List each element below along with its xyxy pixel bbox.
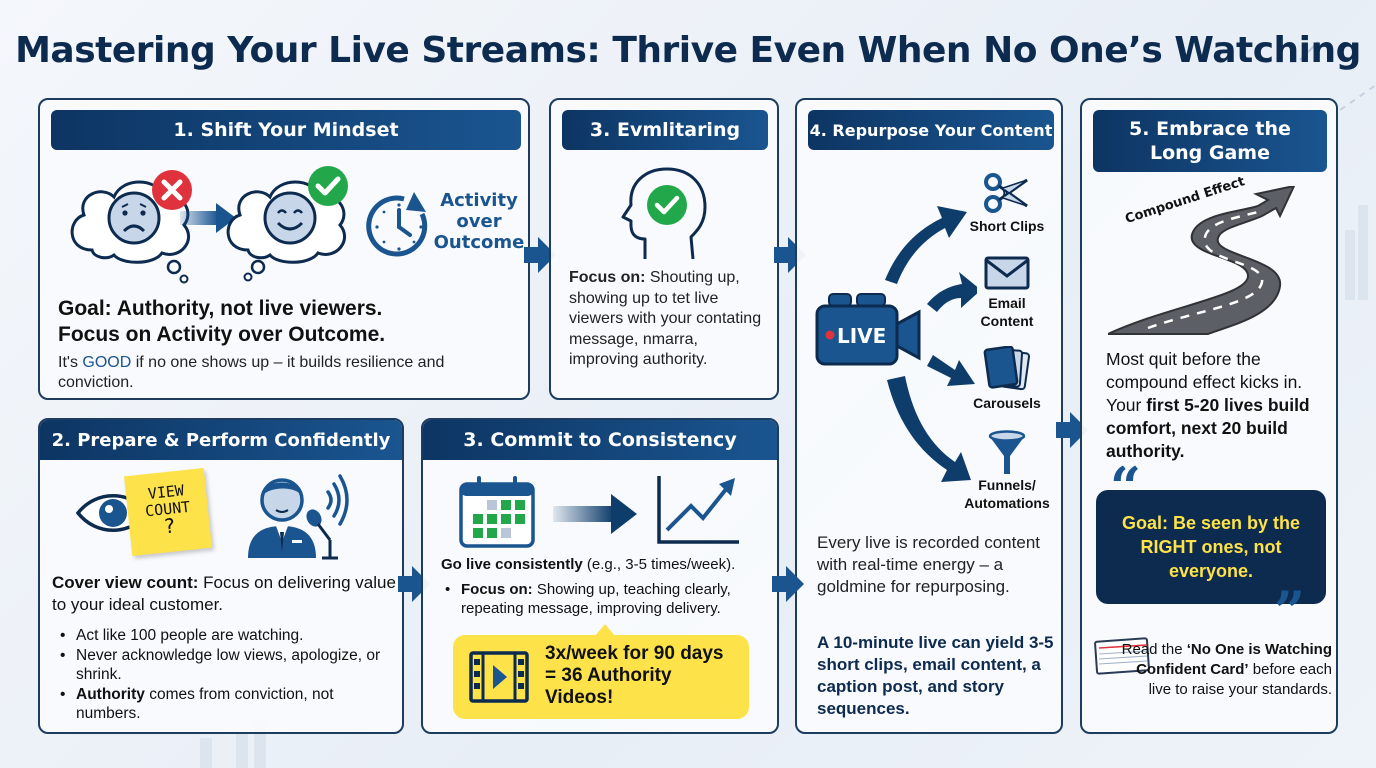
card-prefix: Read the [1121,641,1187,658]
repurpose-body: Every live is recorded content with real… [817,533,1040,596]
card-suffix: before each live to raise your standards… [1148,661,1332,698]
background-bar [1358,205,1368,300]
bullet-item: Focus on: Showing up, teaching clearly, … [437,580,773,618]
flow-arrow-icon [1056,412,1088,448]
prepare-bullet-list: Act like 100 people are watching. Never … [52,626,392,724]
scissors-icon [984,173,1028,213]
repurpose-highlight: A 10-minute live can yield 3-5 short cli… [817,633,1054,718]
flow-arrow-icon [772,566,804,602]
authority-videos-callout: 3x/week for 90 days = 36 Authority Video… [453,635,749,719]
panel-header: 3. Evmlitaring [562,110,768,150]
live-label: LIVE [837,324,887,348]
goal-quote-text: Goal: Be seen by the RIGHT ones, not eve… [1121,513,1301,581]
callout-text: 3x/week for 90 days = 36 Authority Video… [545,643,724,709]
callout-pointer [595,624,615,636]
focus-text: Showing up, teaching clearly, repeating … [461,581,731,617]
output-label: Funnels/ Automations [964,477,1050,511]
callout-line: 3x/week for 90 days [545,643,724,664]
body-bold: first 5-20 lives build comfort, next 20 … [1106,395,1310,461]
callout-line: Videos! [545,687,614,708]
note-highlight: GOOD [82,354,132,371]
output-label: Email Content [980,295,1034,329]
activity-over-outcome-label: Activity over Outcome [432,190,526,253]
speaker-microphone-icon [248,474,349,560]
goal-line: Focus on Activity over Outcome. [58,323,386,346]
index-card-icon [1094,637,1150,675]
flow-arrow-icon [774,237,806,273]
arrow-right-icon [180,203,236,233]
x-mark-icon [152,170,192,210]
film-play-icon [469,651,529,703]
confident-card-note: Read the ‘No One is Watching Confident C… [1120,640,1332,700]
goal-statement: Goal: Authority, not live viewers. Focus… [58,296,385,348]
bullet-bold: Authority [76,685,145,703]
consistency-bullet-list: Focus on: Showing up, teaching clearly, … [437,580,773,618]
go-live-consistently-text: Go live consistently (e.g., 3-5 times/we… [441,555,781,574]
cards-icon [983,346,1031,391]
note-prefix: It's [58,354,83,371]
callout-line: = 36 Authority [545,665,672,686]
resilience-note: It's GOOD if no one shows up – it builds… [58,353,508,393]
bullet-text: Act like 100 people are watching. [76,627,304,644]
bullet-item: Authority comes from conviction, not num… [52,685,392,724]
panel-header: 3. Commit to Consistency [423,420,777,460]
clock-cycle-icon [366,192,428,257]
lead-text: Focus on delivering value to your ideal … [52,573,396,614]
panel-commit-consistency: 3. Commit to Consistency Go live consist… [421,418,779,734]
panel-evmlitaring: 3. Evmlitaring Focus on: Shouting up, sh… [549,98,779,400]
note-suffix: if no one shows up – it builds resilienc… [58,354,445,391]
lead-bold: Cover view count: [52,573,199,592]
body-plain: Most quit before the compound effect kic… [1106,349,1303,415]
bullet-item: Act like 100 people are watching. [52,626,392,646]
panel-prepare-perform: 2. Prepare & Perform Confidently VIEW CO… [38,418,404,734]
bullet-item: Never acknowledge low views, apologize, … [52,646,392,685]
panel-repurpose-content: 4. Repurpose Your Content LIVE Short Cli… [795,98,1063,734]
check-mark-icon [308,166,348,206]
long-game-body: Most quit before the compound effect kic… [1106,348,1330,463]
panel-header: 2. Prepare & Perform Confidently [40,420,402,460]
lead-text: (e.g., 3-5 times/week). [582,556,736,573]
card-bold: ‘No One is Watching Confident Card’ [1136,641,1332,678]
focus-bold: Focus on: [461,581,533,598]
background-bar [236,730,248,768]
panel-header: 4. Repurpose Your Content [808,110,1054,150]
close-quote-icon: ” [1274,579,1306,643]
background-bar [1345,230,1355,300]
panel-long-game: 5. Embrace the Long Game Compound Effect… [1080,98,1338,734]
focus-text: Shouting up, showing up to tet live view… [569,269,762,368]
panel-shift-mindset: 1. Shift Your Mindset Activity [38,98,530,400]
winding-road-icon [1108,186,1296,335]
head-check-icon [621,167,707,260]
cover-view-count-text: Cover view count: Focus on delivering va… [52,572,398,616]
arrow-right-icon [553,494,637,534]
goal-quote-box: Goal: Be seen by the RIGHT ones, not eve… [1096,490,1326,604]
live-camera-icon [815,293,921,366]
funnel-icon [988,430,1026,474]
output-label: Short Clips [969,218,1045,234]
header-line: 5. Embrace the [1129,118,1291,140]
activity-label-line: Activity [440,190,518,211]
calendar-check-icon [459,476,535,548]
flow-arrow-icon [398,566,430,602]
output-label: Carousels [973,395,1041,411]
focus-label: Focus on: [569,269,646,286]
bullet-text: comes from conviction, not numbers. [76,685,334,723]
background-bar [200,738,212,768]
panel-header: 1. Shift Your Mindset [51,110,521,150]
activity-label-line: Outcome [433,232,525,253]
bullet-text: Never acknowledge low views, apologize, … [76,646,381,684]
goal-line: Goal: Authority, not live viewers. [58,297,383,320]
activity-label-line: over [456,211,502,232]
repurpose-flow-arrows [885,206,977,482]
growth-chart-icon [657,476,739,544]
header-line: Long Game [1149,142,1270,164]
lead-bold: Go live consistently [441,556,583,573]
view-count-sticky-note: VIEW COUNT ? [124,468,212,556]
flow-arrow-icon [524,237,556,273]
focus-description: Focus on: Shouting up, showing up to tet… [569,268,769,371]
page-title: Mastering Your Live Streams: Thrive Even… [15,30,1361,71]
envelope-icon [984,256,1030,290]
panel-header: 5. Embrace the Long Game [1093,110,1327,172]
open-quote-icon: “ [1110,455,1142,519]
